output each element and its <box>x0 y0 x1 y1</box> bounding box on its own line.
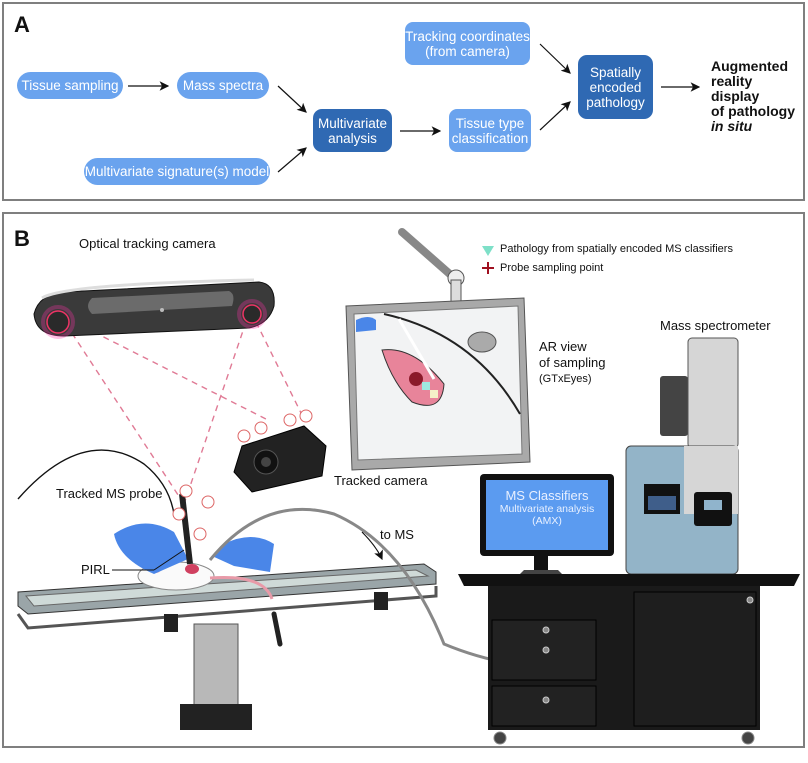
label-to-ms: to MS <box>380 527 414 542</box>
node-mass-spectra: Mass spectra <box>177 72 269 99</box>
node-ma-line1: Multivariate <box>317 115 388 131</box>
tracking-rays <box>65 321 305 505</box>
probe-cable <box>17 449 175 515</box>
node-tracking-coordinates: Tracking coordinates (from camera) <box>405 22 530 65</box>
cart-icon <box>458 574 800 745</box>
node-signature-model-text: Multivariate signature(s) model <box>84 164 270 179</box>
node-tissue-sampling-text: Tissue sampling <box>21 78 119 93</box>
computer-monitor-icon <box>480 474 614 576</box>
panel-a-arrows <box>128 43 701 173</box>
node-spatially-encoded-pathology: Spatially encoded pathology <box>578 55 653 119</box>
mass-spectrometer-icon <box>625 337 739 575</box>
tracked-ms-probe-icon <box>172 484 215 565</box>
node-multivariate-signature-model: Multivariate signature(s) model <box>84 158 270 185</box>
node-sep-line1: Spatially <box>589 64 642 80</box>
screen-line1: MS Classifiers <box>505 488 589 503</box>
output-line1: Augmented <box>711 58 788 74</box>
label-tracked-ms-probe: Tracked MS probe <box>56 486 163 501</box>
node-tc-line2: (from camera) <box>425 43 510 59</box>
output-line3: of pathology <box>711 103 795 119</box>
arrow-model-to-analysis <box>277 147 307 173</box>
output-line4: in situ <box>711 118 753 134</box>
panel-b-label: B <box>14 226 30 251</box>
node-ttc-line1: Tissue type <box>455 115 525 131</box>
screen-line3: (AMX) <box>532 515 562 527</box>
node-sep-line3: pathology <box>586 94 645 110</box>
pathology-legend-swatch <box>482 246 494 256</box>
arrow-spectra-to-analysis <box>277 85 307 113</box>
arrow-tracking-to-pathology <box>539 43 571 74</box>
label-ar-view-line2: of sampling <box>539 355 606 370</box>
node-tissue-type-classification: Tissue type classification <box>449 109 531 152</box>
output-line2: reality display <box>711 73 760 104</box>
node-tc-line1: Tracking coordinates <box>405 28 530 44</box>
label-mass-spectrometer: Mass spectrometer <box>660 318 771 333</box>
legend-pathology-text: Pathology from spatially encoded MS clas… <box>500 243 733 255</box>
panel-a-label: A <box>14 12 30 37</box>
ar-monitor-icon <box>345 228 531 471</box>
legend <box>482 246 494 274</box>
gloves-icon <box>114 523 274 574</box>
panel-a-workflow: A Tissue sampling Mass spectra Multivari… <box>2 2 805 201</box>
node-multivariate-analysis: Multivariate analysis <box>313 109 392 152</box>
output-ar-display: Augmented reality display of pathology i… <box>711 59 803 134</box>
node-mass-spectra-text: Mass spectra <box>182 78 264 93</box>
arrow-classification-to-pathology <box>539 101 571 131</box>
node-ttc-line2: classification <box>451 130 529 146</box>
to-ms-arrow <box>361 531 383 561</box>
label-ar-view-line1: AR view <box>539 339 587 354</box>
probe-point-legend-marker <box>482 262 494 274</box>
optical-tracking-camera-icon <box>33 278 275 339</box>
label-optical-tracking-camera: Optical tracking camera <box>79 236 216 251</box>
node-tissue-sampling: Tissue sampling <box>17 72 123 99</box>
label-pirl: PIRL <box>81 562 110 577</box>
computer-screen-text: MS Classifiers Multivariate analysis (AM… <box>486 488 608 527</box>
panel-b-illustration <box>16 228 800 745</box>
tracked-camera-icon <box>233 409 327 493</box>
label-ar-view: AR view of sampling (GTxEyes) <box>539 339 605 387</box>
label-ar-view-line3: (GTxEyes) <box>539 373 592 385</box>
panel-b-setup: B <box>2 212 805 748</box>
node-ma-line2: analysis <box>328 130 377 146</box>
screen-line2: Multivariate analysis <box>499 503 595 515</box>
legend-probe-point-text: Probe sampling point <box>500 262 604 274</box>
node-sep-line2: encoded <box>589 79 642 95</box>
surgical-table-icon <box>16 563 438 730</box>
label-tracked-camera: Tracked camera <box>334 473 428 488</box>
